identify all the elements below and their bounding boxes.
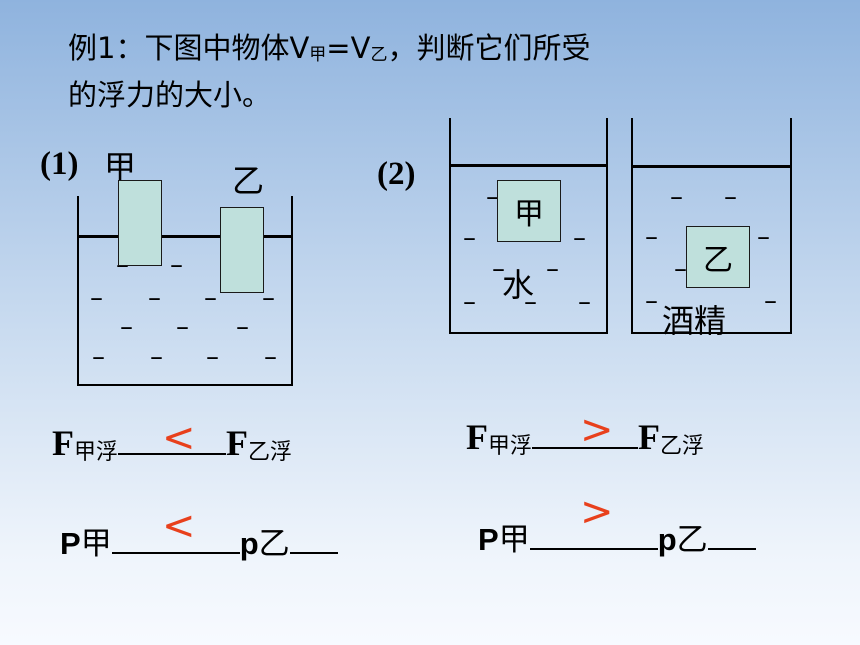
part2-f-answer: > <box>580 407 614 453</box>
liquid-alcohol-label: 酒精 <box>662 302 727 340</box>
beaker1-left-wall <box>77 196 79 386</box>
part1-block-a <box>118 180 162 266</box>
part2-block-b: 乙 <box>686 226 750 288</box>
part1-p-blank <box>111 551 240 554</box>
alcohol-surface <box>631 165 792 168</box>
part1-p-answer: < <box>162 503 196 549</box>
liquid-water-label: 水 <box>502 266 535 304</box>
part2-f-blank <box>532 446 639 449</box>
water-surface <box>449 164 608 167</box>
part1-f-blank <box>118 452 227 455</box>
part2-label: (2) <box>377 156 416 192</box>
beaker1-water-surface <box>77 235 293 238</box>
part2-p-answer: > <box>580 489 614 535</box>
part2-block-a: 甲 <box>497 180 561 242</box>
part1-f-answer: < <box>162 415 196 461</box>
part2-p-blank <box>529 547 658 550</box>
part1-block-b-label: 乙 <box>232 162 265 200</box>
part1-block-b <box>220 207 264 293</box>
part1-label: (1) <box>40 146 79 182</box>
beaker1-right-wall <box>291 196 293 386</box>
beaker1-bottom <box>77 384 293 386</box>
part1-block-a-label: 甲 <box>104 148 137 186</box>
problem-statement: 例1：下图中物体V甲=V乙，判断它们所受 的浮力的大小。 <box>68 31 591 112</box>
